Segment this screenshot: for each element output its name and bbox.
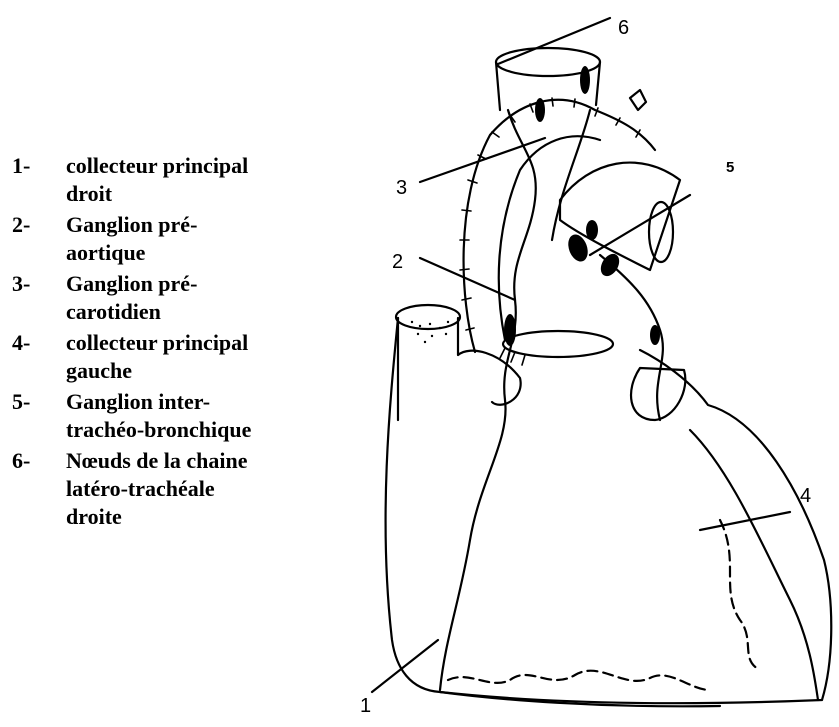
vena-cava-stipple (411, 321, 449, 343)
callout-label-4: 4 (800, 485, 811, 507)
callout-label-2: 2 (392, 251, 403, 273)
vena-cava-top (396, 305, 460, 329)
vena-cava (398, 318, 521, 420)
callout-line-2 (420, 258, 515, 300)
top-right-vessel (630, 90, 646, 110)
pulmonary-vessel-end (649, 202, 673, 262)
aortic-arch-inner (499, 136, 600, 340)
callout-label-5: 5 (726, 159, 734, 176)
pulmonary-ring (503, 331, 613, 357)
callout-line-6 (498, 18, 610, 64)
base-lymph-chain (448, 671, 710, 690)
lymph-node (586, 220, 598, 240)
dashed-inner-chain (720, 520, 760, 670)
lymph-node (535, 98, 545, 122)
callout-line-5 (590, 195, 690, 255)
callout-line-1 (372, 640, 438, 692)
callout-line-4 (700, 512, 790, 530)
callout-label-1: 1 (360, 695, 371, 717)
aortic-hatching (460, 98, 640, 330)
lymph-node (580, 66, 590, 94)
aortic-arch (464, 100, 655, 352)
callout-label-3: 3 (396, 177, 407, 199)
right-collector-chain (440, 110, 536, 690)
heart-outline (386, 318, 832, 703)
callout-label-6: 6 (618, 17, 629, 39)
lymph-node (504, 314, 516, 346)
lymph-node (650, 325, 660, 345)
